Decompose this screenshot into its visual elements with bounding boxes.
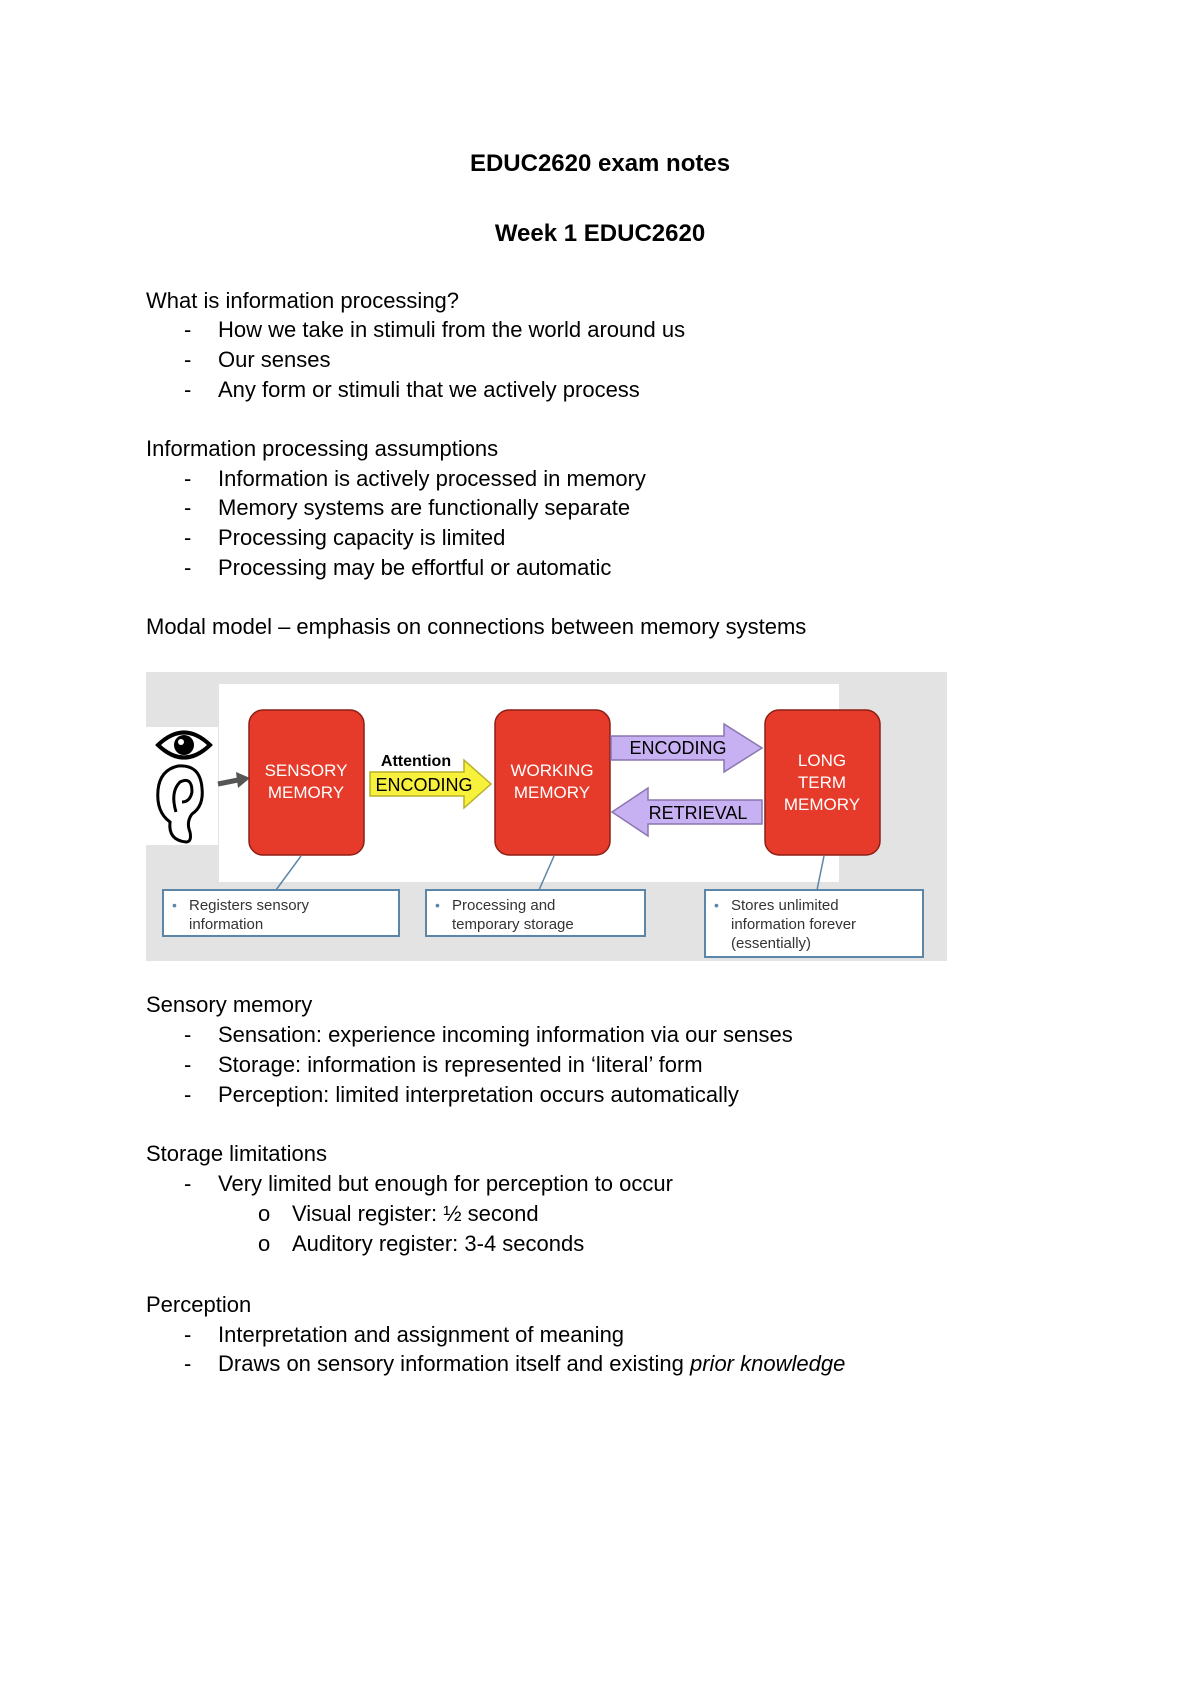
dash-marker: -: [184, 1351, 192, 1376]
svg-text:TERM: TERM: [798, 773, 846, 792]
encoding-to-ltm-arrow: ENCODING: [610, 722, 764, 774]
list-item: -Sensation: experience incoming informat…: [184, 1022, 793, 1047]
svg-text:WORKING: WORKING: [510, 761, 593, 780]
list-item: -Memory systems are functionally separat…: [184, 495, 631, 520]
document-title: EDUC2620 exam notes: [469, 150, 731, 177]
italic-emphasis: prior knowledge: [690, 1351, 846, 1376]
modal-model-diagram: SENSORY MEMORY Attention ENCODING WORKIN…: [146, 672, 947, 961]
svg-text:•: •: [435, 897, 440, 913]
svg-text:ENCODING: ENCODING: [629, 738, 726, 758]
svg-text:ENCODING: ENCODING: [375, 775, 472, 795]
dash-marker: -: [184, 317, 192, 342]
list-item: -Draws on sensory information itself and…: [184, 1351, 846, 1376]
svg-text:information forever: information forever: [731, 916, 856, 933]
working-memory-box: WORKING MEMORY: [494, 709, 611, 856]
list-item: -Our senses: [184, 347, 331, 372]
attention-label: Attention: [381, 753, 451, 770]
dash-marker: -: [184, 347, 192, 372]
svg-text:MEMORY: MEMORY: [268, 783, 344, 802]
svg-text:MEMORY: MEMORY: [514, 783, 590, 802]
section-heading: Information processing assumptions: [146, 436, 499, 461]
svg-text:MEMORY: MEMORY: [784, 795, 860, 814]
sensory-memory-box: SENSORY MEMORY: [248, 709, 365, 856]
svg-text:Registers sensory: Registers sensory: [189, 897, 310, 914]
section-heading: Modal model – emphasis on connections be…: [146, 614, 807, 639]
dash-marker: -: [184, 555, 192, 580]
dash-marker: -: [184, 1022, 192, 1047]
section-heading: Sensory memory: [146, 992, 313, 1017]
list-item: -Any form or stimuli that we actively pr…: [184, 377, 640, 402]
svg-text:RETRIEVAL: RETRIEVAL: [649, 803, 748, 823]
list-item: -Information is actively processed in me…: [184, 466, 646, 491]
document-subtitle: Week 1 EDUC2620: [494, 220, 706, 247]
input-arrow: [217, 772, 250, 788]
svg-text:LONG: LONG: [798, 751, 846, 770]
dash-marker: -: [184, 377, 192, 402]
dash-marker: -: [184, 525, 192, 550]
long-term-memory-box: LONG TERM MEMORY: [764, 709, 881, 856]
ear-icon: [156, 764, 204, 844]
section-heading: Storage limitations: [146, 1141, 327, 1166]
list-item: -Processing may be effortful or automati…: [184, 555, 612, 580]
section-heading: What is information processing?: [146, 288, 460, 313]
svg-text:•: •: [172, 897, 177, 913]
svg-text:SENSORY: SENSORY: [265, 761, 348, 780]
dash-marker: -: [184, 1052, 192, 1077]
list-item: -Perception: limited interpretation occu…: [184, 1082, 739, 1107]
circle-bullet: o: [258, 1231, 271, 1256]
eye-icon: [155, 730, 213, 760]
note-working: • Processing and temporary storage: [425, 889, 646, 937]
dash-marker: -: [184, 495, 192, 520]
circle-bullet: o: [258, 1201, 271, 1226]
list-item: -Very limited but enough for perception …: [184, 1171, 673, 1196]
svg-text:Stores unlimited: Stores unlimited: [731, 897, 839, 914]
list-item: -Processing capacity is limited: [184, 525, 506, 550]
section-heading: Perception: [146, 1292, 252, 1317]
retrieval-arrow: RETRIEVAL: [610, 786, 763, 838]
dash-marker: -: [184, 1082, 192, 1107]
dash-marker: -: [184, 466, 192, 491]
note-sensory: • Registers sensory information: [162, 889, 400, 937]
dash-marker: -: [184, 1171, 192, 1196]
svg-text:(essentially): (essentially): [731, 935, 811, 952]
list-item: -How we take in stimuli from the world a…: [184, 317, 686, 342]
svg-text:Processing and: Processing and: [452, 897, 555, 914]
list-item: -Interpretation and assignment of meanin…: [184, 1322, 625, 1347]
svg-text:information: information: [189, 916, 263, 933]
svg-text:temporary storage: temporary storage: [452, 916, 574, 933]
note-long-term: • Stores unlimited information forever (…: [704, 889, 924, 958]
svg-text:•: •: [714, 897, 719, 913]
list-item: -Storage: information is represented in …: [184, 1052, 703, 1077]
dash-marker: -: [184, 1322, 192, 1347]
encoding-arrow: ENCODING: [369, 758, 493, 810]
